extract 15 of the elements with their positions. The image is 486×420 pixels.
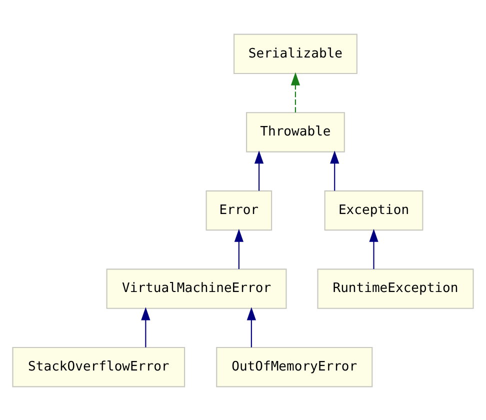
node-box: Throwable	[246, 112, 345, 152]
arrow	[330, 150, 340, 190]
node-box: Serializable	[233, 33, 358, 74]
arrow	[369, 228, 378, 269]
arrow	[141, 306, 150, 347]
node-box: RuntimeException	[317, 268, 474, 308]
node-box: Error	[206, 190, 272, 230]
arrow	[290, 72, 300, 112]
node-box: OutOfMemoryError	[216, 346, 373, 387]
node-box: StackOverflowError	[12, 346, 186, 387]
arrow	[246, 306, 256, 347]
arrow	[234, 228, 244, 269]
arrow	[254, 150, 264, 190]
node-box: Exception	[324, 190, 424, 230]
node-box: VirtualMachineError	[106, 268, 287, 308]
